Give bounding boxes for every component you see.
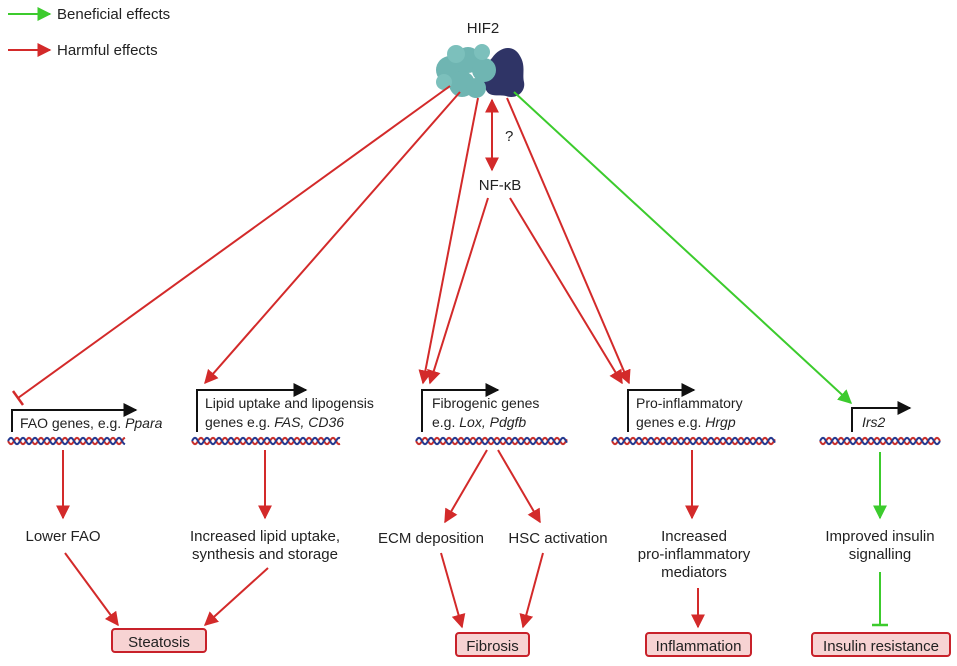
effect-lipid-line1: Increased lipid uptake, bbox=[189, 528, 341, 545]
legend-harmful-label: Harmful effects bbox=[57, 42, 158, 59]
effect-lipid-line2: synthesis and storage bbox=[192, 546, 338, 563]
gene-label-irs2: Irs2 bbox=[862, 414, 886, 430]
hif2-label: HIF2 bbox=[466, 20, 500, 37]
outcome-steatosis: Steatosis bbox=[111, 628, 207, 653]
effect-hsc-activation: HSC activation bbox=[508, 530, 608, 547]
arrow-fibro-hsc bbox=[497, 449, 541, 524]
arrow-lipid-steatosis bbox=[203, 567, 269, 626]
arrow-hif2-lipid bbox=[204, 91, 461, 385]
dna-strand-fao bbox=[7, 436, 126, 446]
dna-strand-irs bbox=[819, 436, 941, 446]
outcome-inflammation: Inflammation bbox=[645, 632, 752, 657]
dna-strand-fibro bbox=[415, 436, 568, 446]
gene-label-lipid: Lipid uptake and lipogensis genes e.g. F… bbox=[205, 395, 374, 430]
nfkb-label: NF-κB bbox=[478, 177, 522, 194]
arrow-hsc-fibrosis bbox=[519, 552, 544, 629]
promoter-inflam bbox=[627, 383, 696, 432]
arrow-nfkb-fibro bbox=[427, 197, 489, 385]
arrow-hif2-inflam bbox=[506, 97, 631, 385]
arrow-hif2-irs bbox=[513, 91, 853, 404]
effect-inflam-line2: pro-inflammatory bbox=[637, 546, 751, 563]
effect-lower-fao: Lower FAO bbox=[25, 528, 101, 545]
arrow-fibro-ecm bbox=[444, 449, 488, 524]
unknown-link-mark: ? bbox=[505, 128, 514, 145]
effect-inflam-line1: Increased bbox=[661, 528, 727, 545]
legend-beneficial-label: Beneficial effects bbox=[57, 6, 171, 23]
gene-label-fibrogenic: Fibrogenic genes e.g. Lox, Pdgfb bbox=[432, 395, 540, 430]
promoter-fibro bbox=[421, 383, 500, 432]
gene-label-inflammatory: Pro-inflammatory genes e.g. Hrgp bbox=[636, 395, 743, 430]
promoter-lipid bbox=[196, 383, 308, 432]
arrow-hif2-fibro bbox=[418, 97, 479, 385]
inhibit-hif2-fao bbox=[17, 85, 451, 399]
promoter-fao bbox=[11, 403, 138, 432]
effect-ecm-deposition: ECM deposition bbox=[378, 530, 484, 547]
inhibit-hif2-fao-bar bbox=[11, 390, 25, 406]
arrow-nfkb-inflam bbox=[509, 197, 623, 385]
promoter-irs bbox=[851, 401, 912, 432]
outcome-insulin-resistance: Insulin resistance bbox=[811, 632, 951, 657]
effect-insulin-line1: Improved insulin bbox=[825, 528, 935, 545]
dna-strand-lipid bbox=[191, 436, 341, 446]
hif2-molecule-icon bbox=[436, 44, 525, 98]
gene-label-fao: FAO genes, e.g. Ppara bbox=[20, 415, 163, 431]
effect-insulin-line2: signalling bbox=[848, 546, 912, 563]
arrow-lowerfao-steatosis bbox=[64, 552, 119, 627]
dna-strand-inflam bbox=[611, 436, 776, 446]
outcome-fibrosis: Fibrosis bbox=[455, 632, 530, 657]
effect-inflam-line3: mediators bbox=[661, 564, 727, 581]
arrow-ecm-fibrosis bbox=[440, 552, 466, 629]
